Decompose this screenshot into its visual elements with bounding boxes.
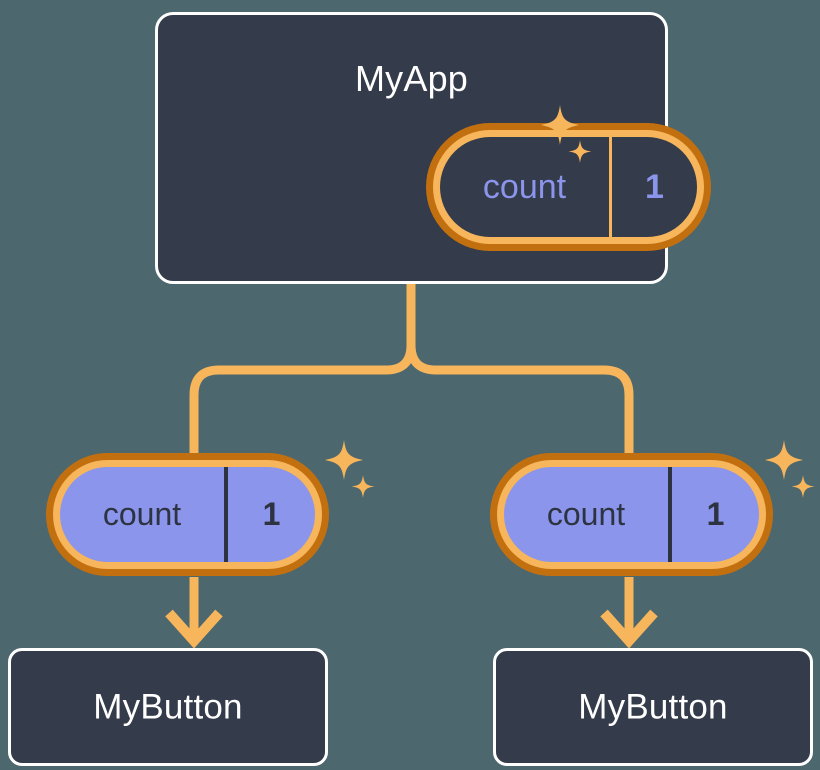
signal-name-label: count <box>60 467 228 562</box>
sparkle-group-child-left <box>322 438 382 518</box>
component-card-mybutton-right[interactable]: MyButton <box>493 648 813 766</box>
arrow-down-icon <box>165 609 223 649</box>
signal-pill-child-right[interactable]: count 1 <box>490 453 773 576</box>
component-title: MyButton <box>93 687 243 727</box>
component-card-mybutton-left[interactable]: MyButton <box>8 648 328 766</box>
signal-name-label: count <box>504 467 672 562</box>
signal-pill-inner-ring: count 1 <box>433 130 704 244</box>
signal-value-label: 1 <box>645 167 664 206</box>
signal-value-label: 1 <box>706 496 725 532</box>
signal-pill-inner-ring: count 1 <box>53 460 322 569</box>
signal-pill-body: count 1 <box>504 467 759 562</box>
sparkle-four-point-small-icon <box>791 475 815 498</box>
sparkle-four-point-large-icon <box>325 440 363 480</box>
signal-name-label: count <box>440 137 612 237</box>
sparkle-four-point-small-icon <box>351 475 375 498</box>
signal-value-label: 1 <box>262 496 281 532</box>
signal-pill-myapp[interactable]: count 1 <box>426 123 711 251</box>
page-title: MyApp <box>354 58 469 99</box>
signal-pill-body: count 1 <box>60 467 315 562</box>
component-card-myapp[interactable]: MyApp count 1 <box>155 12 711 284</box>
signal-pill-inner-ring: count 1 <box>497 460 766 569</box>
signal-pill-body: count 1 <box>440 137 697 237</box>
sparkle-four-point-large-icon <box>765 440 803 480</box>
component-title: MyButton <box>578 687 728 727</box>
arrow-down-icon <box>600 609 658 649</box>
signal-pill-child-left[interactable]: count 1 <box>46 453 329 576</box>
